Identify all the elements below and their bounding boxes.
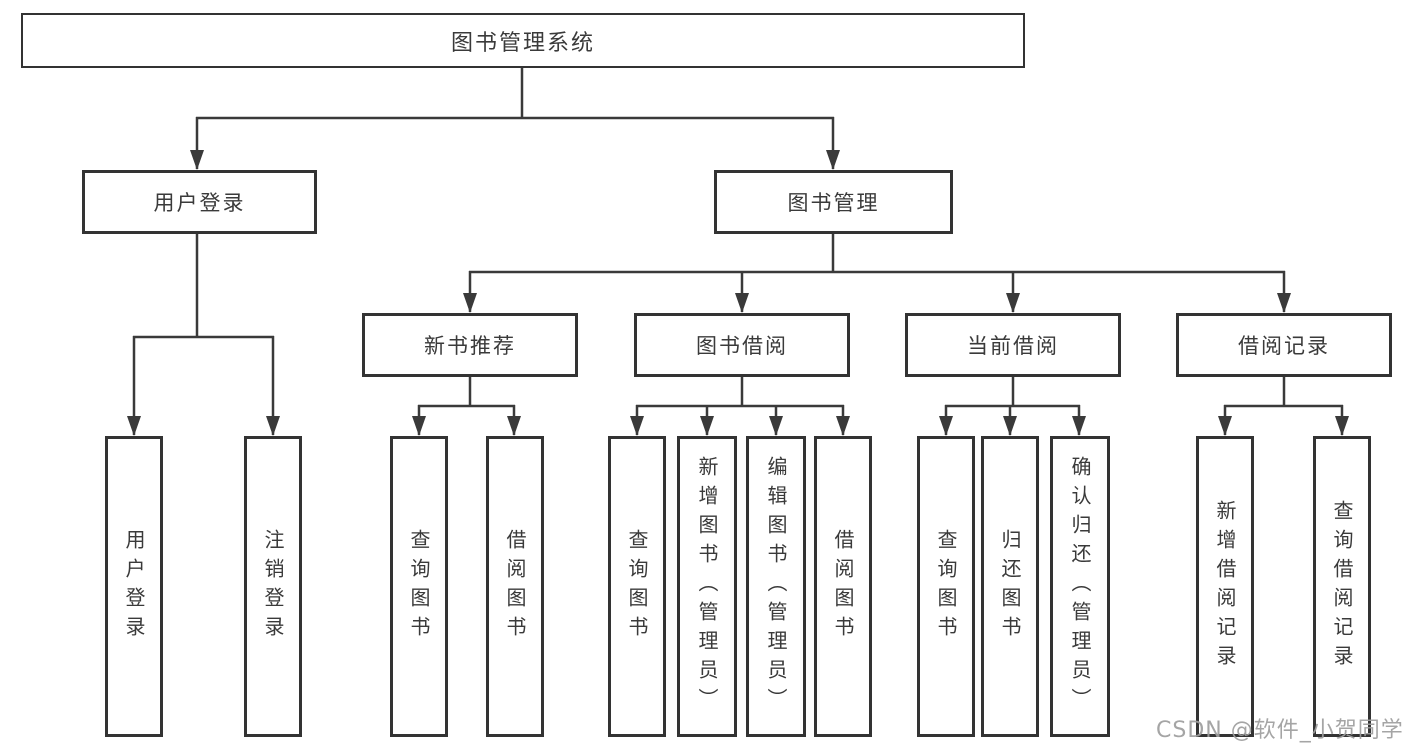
node-book-management: 图书管理: [714, 170, 953, 234]
node-user-login-branch: 用户登录: [82, 170, 317, 234]
node-current-borrow: 当前借阅: [905, 313, 1121, 377]
leaf-logout: 注销登录: [244, 436, 302, 737]
leaf-user-login: 用户登录: [105, 436, 163, 737]
leaf-query-books-current: 查询图书: [917, 436, 975, 737]
leaf-return-book: 归还图书: [981, 436, 1039, 737]
node-root: 图书管理系统: [21, 13, 1025, 68]
leaf-query-books-borrow: 查询图书: [608, 436, 666, 737]
node-borrow-records: 借阅记录: [1176, 313, 1392, 377]
leaf-borrow-books-recommend: 借阅图书: [486, 436, 544, 737]
leaf-query-books-recommend: 查询图书: [390, 436, 448, 737]
leaf-confirm-return-admin: 确认归还（管理员）: [1050, 436, 1110, 737]
node-book-borrow: 图书借阅: [634, 313, 850, 377]
leaf-add-borrow-record: 新增借阅记录: [1196, 436, 1254, 737]
node-new-book-recommend: 新书推荐: [362, 313, 578, 377]
leaf-add-book-admin: 新增图书（管理员）: [677, 436, 737, 737]
watermark-text: CSDN @软件_小贺同学: [1156, 718, 1404, 743]
leaf-edit-book-admin: 编辑图书（管理员）: [746, 436, 806, 737]
leaf-query-borrow-record: 查询借阅记录: [1313, 436, 1371, 737]
leaf-borrow-books: 借阅图书: [814, 436, 872, 737]
